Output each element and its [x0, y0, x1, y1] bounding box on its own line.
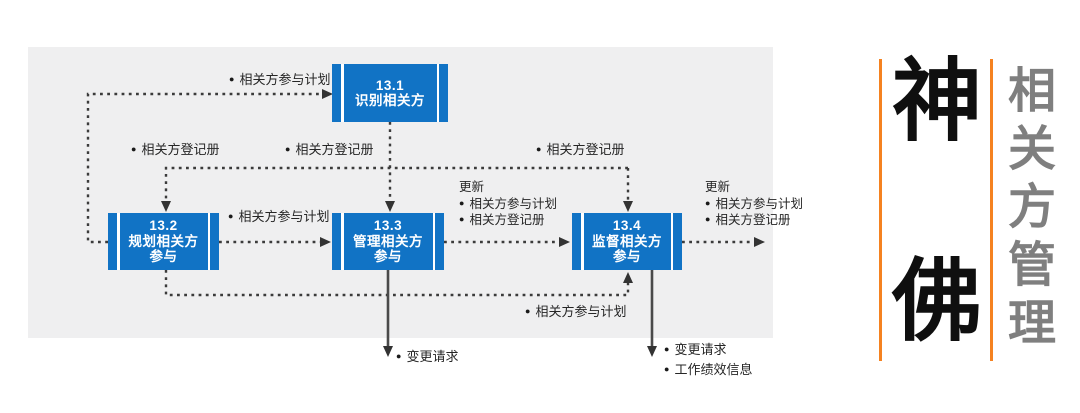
flow-plan-13-2-to-13-4: [164, 270, 633, 297]
brand-char-top: 神: [892, 52, 982, 152]
bullet-icon: ●: [396, 351, 402, 361]
bullet-icon: ●: [664, 363, 670, 374]
vertical-title-char: 相: [1007, 65, 1056, 118]
accent-line-left: [879, 59, 882, 361]
label-register-1: ●相关方登记册: [131, 142, 220, 157]
process-name: 识别相关方: [355, 93, 425, 108]
bullet-icon: ●: [705, 214, 711, 224]
update-item: ●相关方参与计划: [459, 196, 557, 211]
process-number: 13.4: [612, 218, 642, 234]
update-item: ●相关方登记册: [459, 213, 545, 227]
process-number: 13.2: [149, 218, 178, 234]
bullet-icon: ●: [285, 144, 291, 154]
label-plan-feedback: ●相关方参与计划: [229, 72, 331, 87]
update-item: ●相关方参与计划: [705, 196, 803, 211]
bullet-icon: ●: [229, 74, 235, 84]
process-name: 监督相关方: [592, 233, 662, 249]
label-plan-monitor: ●相关方参与计划: [525, 304, 627, 319]
bullet-icon: ●: [705, 197, 711, 208]
accent-line-right: [990, 59, 993, 361]
vertical-title-char: 关: [1007, 123, 1056, 176]
label-outputs-13-4: ●变更请求 ●工作绩效信息: [664, 340, 752, 379]
label-updates-13-4: 更新 ●相关方参与计划 ●相关方登记册: [705, 180, 803, 229]
process-node-13-3: 13.3 管理相关方 参与: [332, 213, 444, 270]
vertical-title-char: 理: [1007, 297, 1056, 350]
process-node-13-2: 13.2 规划相关方 参与: [108, 213, 219, 270]
process-node-13-1: 13.1 识别相关方: [332, 64, 448, 122]
flow-plan-13-2-to-13-1: [86, 89, 333, 244]
update-item: ●相关方登记册: [705, 213, 791, 227]
process-name-2: 参与: [613, 249, 641, 265]
output-item: ●工作绩效信息: [664, 361, 753, 377]
process-number: 13.3: [373, 218, 403, 234]
bullet-icon: ●: [664, 344, 670, 354]
update-title: 更新: [459, 180, 485, 194]
update-title: 更新: [705, 180, 731, 194]
vertical-title-char: 方: [1007, 181, 1056, 234]
process-name: 规划相关方: [128, 233, 199, 249]
process-name-2: 参与: [374, 249, 402, 265]
vertical-title: 相 关 方 管 理: [1003, 68, 1061, 348]
process-number: 13.1: [375, 77, 405, 93]
brand-char-bottom: 佛: [892, 252, 982, 352]
label-plan-forward: ●相关方参与计划: [228, 209, 330, 224]
label-register-2: ●相关方登记册: [285, 142, 374, 157]
label-register-3: ●相关方登记册: [536, 142, 625, 157]
process-name-2: 参与: [149, 249, 178, 265]
bullet-icon: ●: [525, 306, 531, 316]
bullet-icon: ●: [459, 214, 465, 224]
flow-register-to-13-2: [161, 166, 628, 212]
bullet-icon: ●: [536, 144, 542, 154]
process-name: 管理相关方: [353, 233, 423, 249]
bullet-icon: ●: [228, 211, 234, 221]
vertical-title-char: 管: [1007, 239, 1056, 292]
bullet-icon: ●: [459, 197, 465, 208]
process-node-13-4: 13.4 监督相关方 参与: [572, 213, 682, 270]
label-change-request-1: ●变更请求: [396, 349, 459, 364]
output-item: ●变更请求: [664, 342, 727, 357]
bullet-icon: ●: [131, 144, 137, 154]
label-updates-13-3: 更新 ●相关方参与计划 ●相关方登记册: [459, 180, 557, 229]
